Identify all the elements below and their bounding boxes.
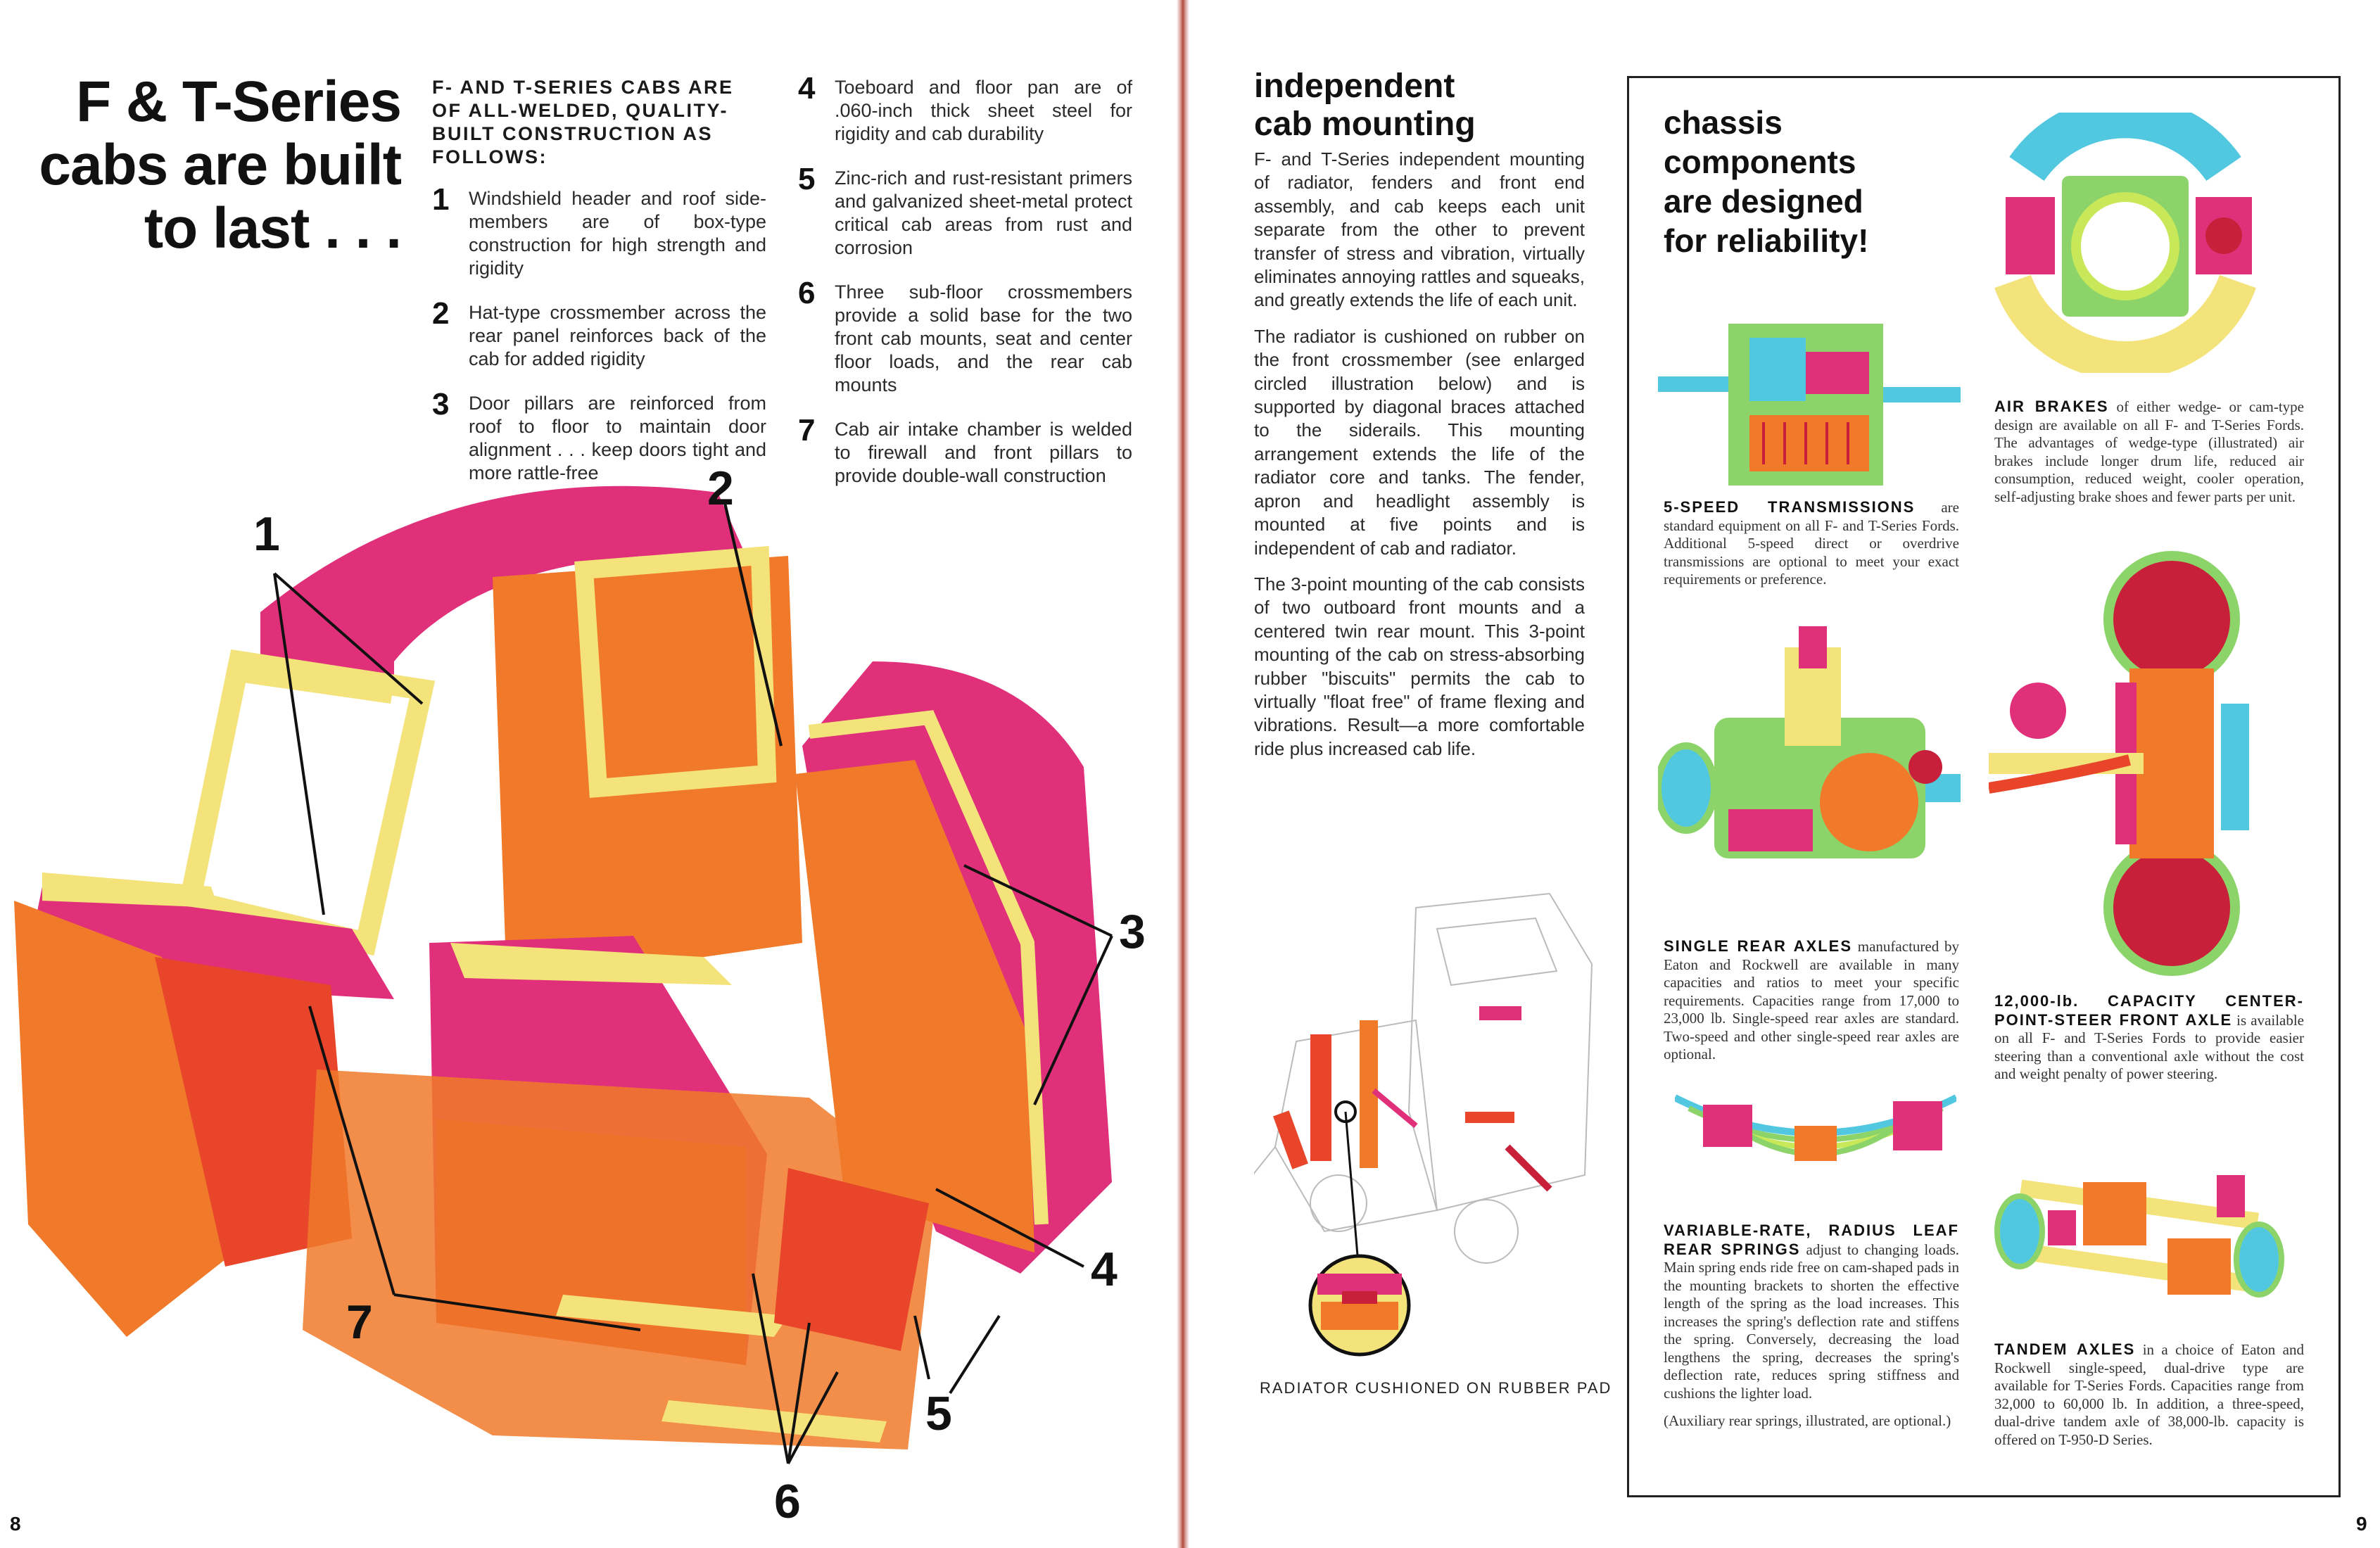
feature-item: 6 Three sub-floor crossmembers provide a…: [798, 276, 1132, 397]
leaf-spring-description: VARIABLE-RATE, RADIUS LEAF REAR SPRINGS …: [1664, 1222, 1959, 1430]
feature-number: 4: [798, 71, 816, 106]
front-axle-label: 12,000-lb. CAPACITY CENTER-POINT-STEER F…: [1994, 992, 2304, 1029]
leaf-spring-text: adjust to changing loads. Main spring en…: [1664, 1241, 1959, 1402]
chassis-components-box: [1627, 76, 2341, 1497]
page-number-right: 9: [2356, 1513, 2367, 1535]
feature-item: 7 Cab air intake chamber is welded to fi…: [798, 413, 1132, 488]
left-cowl-side: [155, 957, 352, 1267]
chassis-title-line-1: chassis: [1664, 104, 1783, 141]
front-axle-illustration: [1989, 551, 2249, 976]
cowl-top: [42, 873, 218, 908]
air-brakes-label: AIR BRAKES: [1994, 398, 2109, 415]
features-column-2: 4 Toeboard and floor pan are of .060-inc…: [798, 71, 1132, 509]
mount-title: independent cab mounting: [1254, 68, 1592, 144]
feature-text: Toeboard and floor pan are of .060-inch …: [835, 77, 1132, 144]
tandem-axle-label: TANDEM AXLES: [1994, 1340, 2136, 1358]
mount-paragraph: The radiator is cushioned on rubber on t…: [1254, 325, 1585, 559]
air-brake-illustration: [1994, 113, 2256, 373]
rear-axle-label: SINGLE REAR AXLES: [1664, 937, 1853, 955]
transmission-description: 5-SPEED TRANSMISSIONS are standard equip…: [1664, 498, 1959, 589]
floor-pan: [303, 1070, 936, 1449]
back-window-frame: [574, 545, 777, 799]
feature-number: 2: [432, 296, 450, 331]
floor-crossmember-a: [556, 1295, 788, 1337]
mount-body: F- and T-Series independent mounting of …: [1254, 148, 1585, 773]
right-pillar-trim: [808, 710, 1049, 1225]
left-page: F & T-Series cabs are built to last . . …: [0, 0, 1175, 1548]
page-headline: F & T-Series cabs are built to last . . …: [14, 70, 402, 260]
toeboard: [774, 1168, 929, 1351]
rear-axle-text: manufactured by Eaton and Rockwell are a…: [1664, 938, 1959, 1062]
feature-number: 7: [798, 413, 816, 448]
feature-text: Zinc-rich and rust-resistant primers and…: [835, 167, 1132, 258]
callout-3: 3: [1119, 905, 1146, 958]
tandem-axle-text: in a choice of Eaton and Rockwell single…: [1994, 1341, 2304, 1448]
callout-leader-lines: [273, 502, 1113, 1464]
feature-item: 3 Door pillars are reinforced from roof …: [432, 387, 766, 485]
back-panel: [493, 556, 802, 985]
exploded-cab-illustration: [14, 486, 1113, 1464]
feature-number: 5: [798, 162, 816, 196]
headline-line-3: to last . . .: [144, 196, 402, 260]
feature-text: Hat-type crossmember across the rear pan…: [469, 302, 766, 369]
callout-6: 6: [774, 1475, 801, 1528]
transmission-text: are standard equipment on all F- and T-S…: [1664, 499, 1959, 588]
callout-2: 2: [707, 462, 734, 515]
detail-leader-line: [1344, 1111, 1361, 1281]
front-axle-text: is available on all F- and T-Series Ford…: [1994, 1011, 2305, 1083]
transmission-gears: [1762, 422, 1849, 464]
transmission-illustration: [1658, 324, 1961, 486]
feature-text: Cab air intake chamber is welded to fire…: [835, 419, 1132, 486]
feature-item: 5 Zinc-rich and rust-resistant primers a…: [798, 162, 1132, 260]
callout-4: 4: [1091, 1243, 1118, 1296]
mount-title-line-2: cab mounting: [1254, 106, 1476, 143]
rear-axle-illustration: [1658, 626, 1961, 858]
headline-line-1: F & T-Series: [76, 70, 402, 134]
air-brakes-description: AIR BRAKES of either wedge- or cam-type …: [1994, 398, 2304, 506]
detail-marker: [1334, 1100, 1357, 1123]
mount-paragraph: F- and T-Series independent mounting of …: [1254, 148, 1585, 311]
air-brakes-text: of either wedge- or cam-type design are …: [1994, 398, 2304, 505]
feature-number: 1: [432, 182, 450, 217]
page-number-left: 8: [10, 1513, 21, 1535]
transmission-label: 5-SPEED TRANSMISSIONS: [1664, 498, 1916, 516]
features-column-1: F- and T-Series cabs are of all-welded, …: [432, 76, 766, 506]
feature-number: 3: [432, 387, 450, 421]
callout-5: 5: [925, 1387, 952, 1440]
feature-text: Door pillars are reinforced from roof to…: [469, 393, 766, 483]
front-axle-description: 12,000-lb. CAPACITY CENTER-POINT-STEER F…: [1994, 992, 2304, 1084]
mount-paragraph: The 3-point mounting of the cab consists…: [1254, 573, 1585, 759]
page-gutter: [1177, 0, 1189, 1548]
leaf-spring-label: VARIABLE-RATE, RADIUS LEAF REAR SPRINGS: [1664, 1222, 1959, 1258]
chassis-title-line-4: for reliability!: [1664, 222, 1869, 259]
truck-outline-sketch: [1254, 892, 1593, 1264]
mount-title-line-1: independent: [1254, 68, 1455, 105]
feature-text: Windshield header and roof side-members …: [469, 188, 766, 279]
floor-crossmember-b: [662, 1400, 887, 1442]
chassis-title-line-3: are designed: [1664, 183, 1863, 220]
tandem-axle-illustration: [1994, 1175, 2284, 1298]
tandem-axle-description: TANDEM AXLES in a choice of Eaton and Ro…: [1994, 1340, 2304, 1449]
feature-number: 6: [798, 276, 816, 310]
feature-text: Three sub-floor crossmembers provide a s…: [835, 281, 1132, 395]
chassis-title-line-2: components: [1664, 144, 1856, 180]
leaf-spring-note: (Auxiliary rear springs, illustrated, ar…: [1664, 1412, 1951, 1429]
callout-7: 7: [346, 1295, 373, 1349]
feature-item: 2 Hat-type crossmember across the rear p…: [432, 296, 766, 371]
radiator-caption: RADIATOR CUSHIONED ON RUBBER PAD: [1260, 1379, 1612, 1397]
callout-1: 1: [253, 507, 280, 561]
chassis-title: chassis components are designed for reli…: [1664, 103, 1931, 260]
feature-item: 1 Windshield header and roof side-member…: [432, 182, 766, 280]
right-door-inner: [795, 760, 1034, 1252]
radiator-mount-illustration: [1254, 892, 1593, 1357]
rubber-pad-detail-circle: [1308, 1254, 1411, 1357]
features-intro: F- and T-Series cabs are of all-welded, …: [432, 77, 734, 167]
windshield-frame: [177, 649, 436, 956]
seat-riser-top: [450, 943, 732, 985]
leaf-spring-illustration: [1675, 1094, 1956, 1161]
rear-axle-description: SINGLE REAR AXLES manufactured by Eaton …: [1664, 937, 1959, 1064]
radiator-parts: [1273, 1006, 1552, 1192]
headline-line-2: cabs are built: [39, 133, 402, 197]
feature-item: 4 Toeboard and floor pan are of .060-inc…: [798, 71, 1132, 146]
